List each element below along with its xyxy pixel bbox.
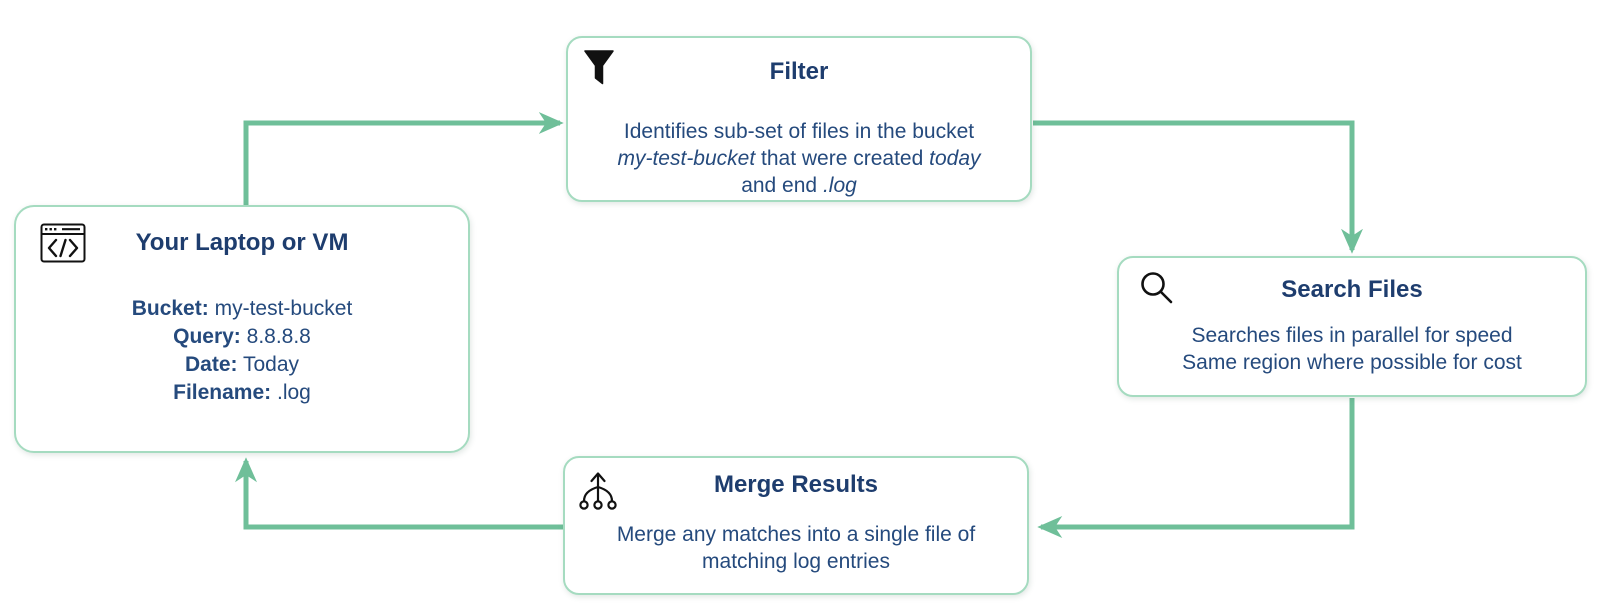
node-filter: Filter Identifies sub-set of files in th… [566,36,1032,202]
field-value: my-test-bucket [214,297,353,320]
field-query: Query: 8.8.8.8 [16,323,468,351]
node-title: Search Files [1281,276,1423,303]
node-search-files: Search Files Searches files in parallel … [1117,256,1587,397]
node-body: Bucket: my-test-bucket Query: 8.8.8.8 Da… [16,295,468,407]
field-filename: Filename: .log [16,379,468,407]
body-text: Identifies sub-set of files in the bucke… [623,120,975,143]
body-text-italic: .log [822,174,857,197]
body-line: Merge any matches into a single file of [616,523,976,546]
node-laptop-or-vm: Your Laptop or VM Bucket: my-test-bucket… [14,205,470,453]
merge-icon [577,466,619,517]
field-value: 8.8.8.8 [246,325,311,348]
field-date: Date: Today [16,351,468,379]
field-bucket: Bucket: my-test-bucket [16,295,468,323]
body-line: Same region where possible for cost [1182,351,1522,374]
node-body: Searches files in parallel for speed Sam… [1119,322,1585,376]
node-title: Your Laptop or VM [135,229,349,256]
field-label: Date: [184,353,238,376]
field-value: .log [277,381,311,404]
body-text: that were created [761,147,924,170]
node-title: Merge Results [713,471,879,498]
arrow-search-to-merge [1037,398,1355,538]
field-label: Bucket: [131,297,209,320]
body-line: my-test-bucket that were created today [568,145,1030,172]
search-icon [1139,270,1177,313]
arrow-merge-to-laptop [235,457,563,530]
body-line: Identifies sub-set of files in the bucke… [568,118,1030,145]
field-label: Query: [173,325,241,348]
body-text-italic: my-test-bucket [617,147,756,170]
filter-icon [584,50,614,93]
body-text-italic: today [929,147,981,170]
arrow-filter-to-search [1033,120,1363,254]
body-text: and end [741,174,818,197]
node-merge-results: Merge Results Merge any matches into a s… [563,456,1029,595]
window-code-icon [40,223,86,268]
field-label: Filename: [173,381,272,404]
node-body: Merge any matches into a single file of … [565,521,1027,575]
node-body: Identifies sub-set of files in the bucke… [568,118,1030,199]
arrow-laptop-to-filter [243,112,564,207]
body-line: Searches files in parallel for speed [1191,324,1513,347]
field-value: Today [242,353,300,376]
node-title: Filter [769,58,829,85]
body-line: matching log entries [702,550,890,573]
body-line: and end .log [568,172,1030,199]
